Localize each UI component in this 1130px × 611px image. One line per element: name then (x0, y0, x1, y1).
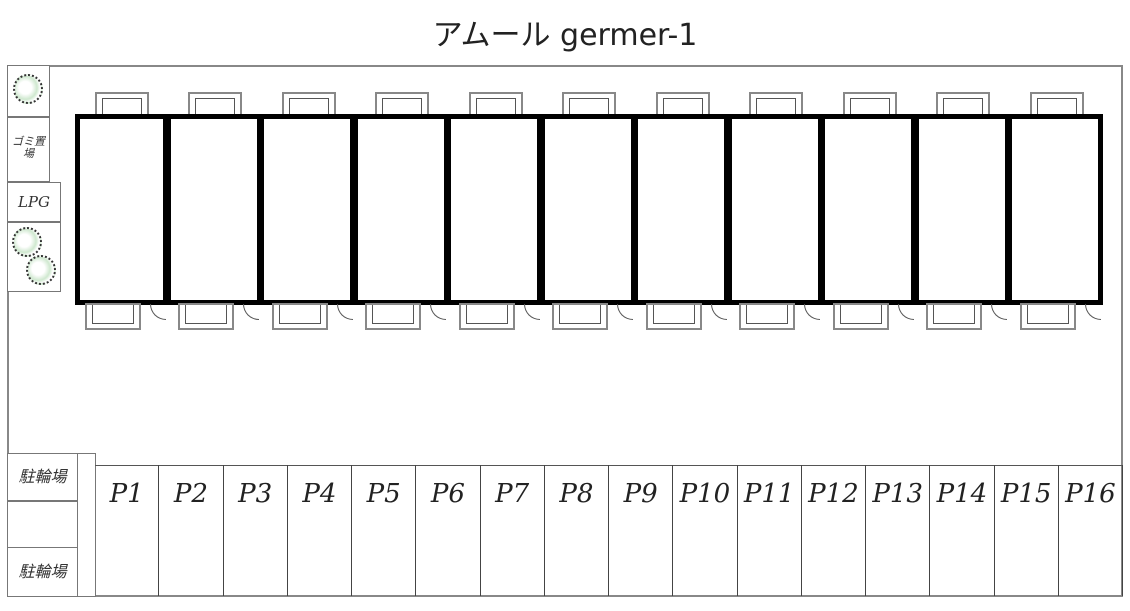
bicycle-parking-label: 駐輪場 (18, 467, 67, 486)
balcony-window (95, 92, 149, 116)
apartment-unit (913, 114, 1010, 305)
parking-space-label: P15 (1000, 479, 1052, 509)
site-boundary (7, 65, 1123, 597)
apartment-unit (165, 114, 262, 305)
parking-space-label: P13 (872, 479, 923, 509)
entrance-porch (645, 303, 702, 330)
parking-space: P12 (802, 465, 866, 596)
balcony-window (562, 92, 617, 116)
parking-space-label: P10 (679, 479, 731, 509)
entrance-porch (85, 303, 141, 330)
parking-space-label: P12 (808, 479, 859, 509)
apartment-unit (633, 114, 730, 305)
bicycle-parking-top: 駐輪場 (7, 453, 78, 501)
entrance-porch (739, 303, 796, 330)
parking-space-label: P1 (109, 479, 144, 509)
bicycle-parking-bottom: 駐輪場 (7, 547, 78, 597)
tree-icon (26, 255, 56, 285)
apartment-unit (75, 114, 169, 305)
tree-icon (13, 74, 43, 104)
parking-line (95, 465, 1123, 466)
garbage-area: ゴミ置場 (7, 117, 50, 182)
parking-space-label: P3 (238, 479, 273, 509)
parking-space-label: P8 (559, 479, 594, 509)
entrance-porch (552, 303, 609, 330)
entrance-porch (832, 303, 889, 330)
tree-icon (12, 227, 42, 257)
apartment-unit (352, 114, 449, 305)
parking-space: P10 (673, 465, 738, 596)
plan-title: アムール germer-1 (432, 18, 698, 53)
lpg-label: LPG (17, 193, 51, 211)
parking-space: P16 (1059, 465, 1123, 596)
bicycle-parking-middle (7, 501, 78, 548)
parking-space: P6 (416, 465, 481, 596)
parking-space: P15 (995, 465, 1059, 596)
entrance-porch (458, 303, 515, 330)
apartment-unit (539, 114, 636, 305)
balcony-window (936, 92, 991, 116)
parking-space-label: P6 (430, 479, 465, 509)
entrance-porch (271, 303, 328, 330)
balcony-window (281, 92, 336, 116)
apartment-unit (446, 114, 543, 305)
parking-space-label: P14 (936, 479, 988, 509)
parking-space-label: P5 (366, 479, 401, 509)
parking-space-label: P16 (1065, 479, 1116, 509)
bicycle-parking-strip (77, 453, 96, 597)
parking-space-label: P11 (743, 479, 795, 509)
parking-space-label: P4 (302, 479, 337, 509)
lpg-area: LPG (7, 182, 61, 222)
parking-space: P8 (545, 465, 609, 596)
entrance-porch (1019, 303, 1076, 330)
parking-space: P14 (930, 465, 995, 596)
balcony-window (1029, 92, 1084, 116)
parking-space-label: P9 (623, 479, 658, 509)
parking-space: P7 (481, 465, 545, 596)
apartment-unit (1007, 114, 1103, 305)
tree-cell (7, 65, 50, 117)
parking-space-label: P2 (173, 479, 208, 509)
apartment-unit (726, 114, 823, 305)
balcony-window (375, 92, 430, 116)
entrance-porch (365, 303, 422, 330)
garbage-label: ゴミ置場 (12, 135, 45, 160)
parking-space: P3 (224, 465, 288, 596)
balcony-window (655, 92, 710, 116)
entrance-porch (926, 303, 983, 330)
entrance-porch (178, 303, 235, 330)
apartment-unit (259, 114, 356, 305)
balcony-window (188, 92, 243, 116)
parking-space: P1 (95, 465, 160, 596)
bicycle-parking-label: 駐輪場 (18, 562, 67, 581)
balcony-window (842, 92, 897, 116)
parking-space: P4 (288, 465, 352, 596)
balcony-window (749, 92, 804, 116)
parking-space: P9 (609, 465, 674, 596)
parking-space: P11 (738, 465, 802, 596)
tree-cell (7, 222, 61, 292)
parking-space: P2 (159, 465, 224, 596)
parking-space: P13 (866, 465, 931, 596)
apartment-unit (820, 114, 917, 305)
parking-space-label: P7 (495, 479, 530, 509)
parking-space: P5 (352, 465, 417, 596)
balcony-window (468, 92, 523, 116)
